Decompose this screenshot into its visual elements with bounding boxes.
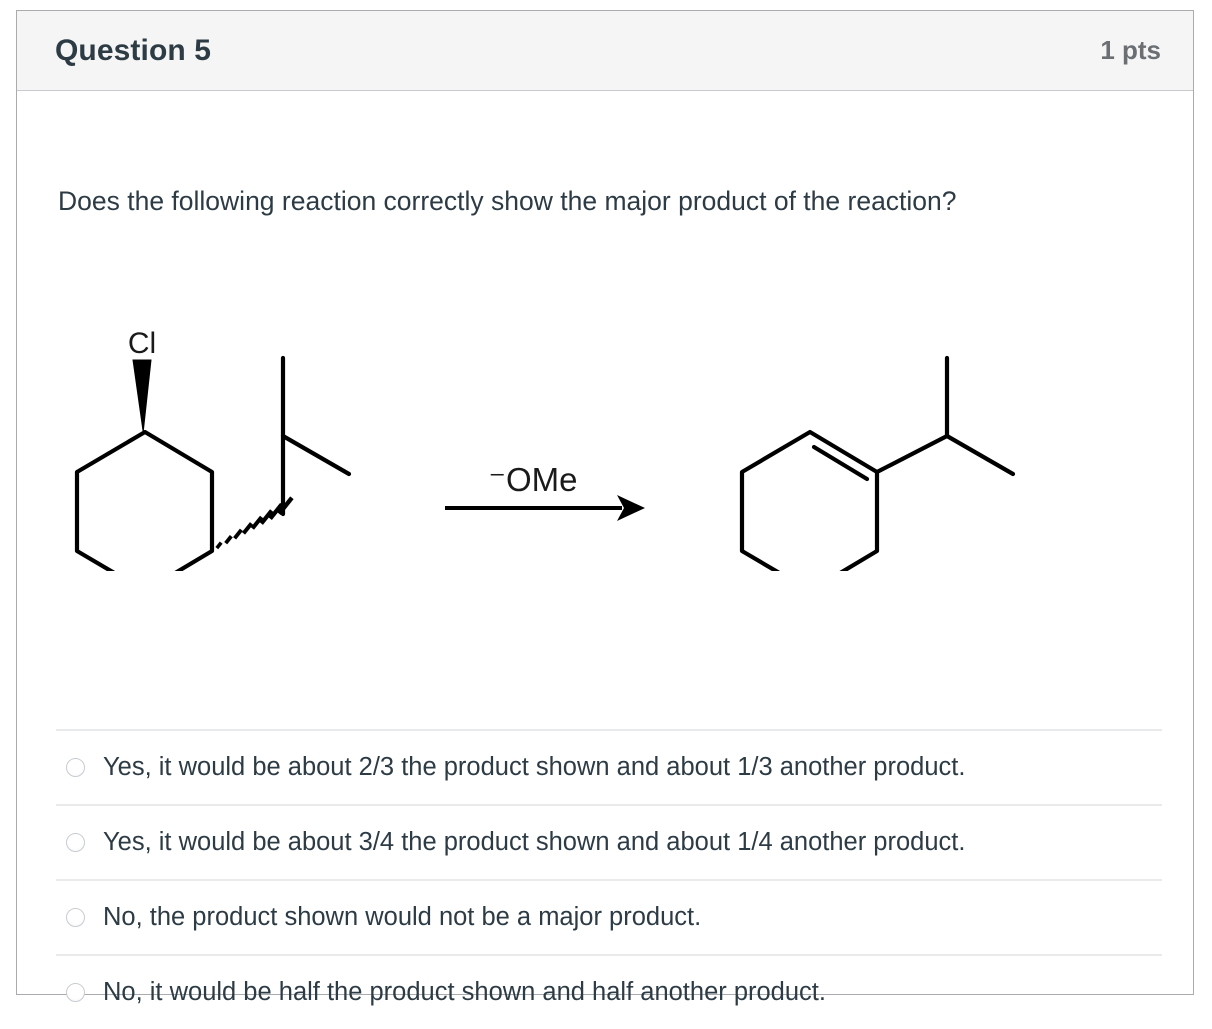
answer-option-1[interactable]: Yes, it would be about 2/3 the product s… xyxy=(56,729,1162,804)
page-title: Question 5 xyxy=(55,33,212,67)
reactant-structure xyxy=(74,429,215,571)
reagent-label: ⁻OMe xyxy=(489,461,578,498)
radio-button-icon-3[interactable] xyxy=(66,908,85,927)
product-isopropyl-group xyxy=(874,355,1016,477)
answer-label-3: No, the product shown would not be a maj… xyxy=(103,902,702,931)
reactant-isopropyl-group xyxy=(280,355,352,517)
radio-button-icon-1[interactable] xyxy=(66,758,85,777)
isopropyl-hashed-bond xyxy=(215,496,294,550)
answer-label-4: No, it would be half the product shown a… xyxy=(103,977,826,1006)
answer-option-4[interactable]: No, it would be half the product shown a… xyxy=(56,954,1162,1029)
product-structure xyxy=(739,429,880,571)
question-prompt: Does the following reaction correctly sh… xyxy=(58,186,957,216)
reaction-scheme: Cl xyxy=(17,241,1193,571)
radio-button-icon-2[interactable] xyxy=(66,833,85,852)
question-header: Question 5 1 pts xyxy=(17,11,1193,91)
question-panel: Question 5 1 pts Does the following reac… xyxy=(16,10,1194,1006)
answer-option-2[interactable]: Yes, it would be about 3/4 the product s… xyxy=(56,804,1162,879)
answer-label-1: Yes, it would be about 2/3 the product s… xyxy=(103,752,966,781)
answer-option-3[interactable]: No, the product shown would not be a maj… xyxy=(56,879,1162,954)
answer-label-2: Yes, it would be about 3/4 the product s… xyxy=(103,827,966,856)
answer-options-list: Yes, it would be about 2/3 the product s… xyxy=(56,729,1162,1029)
chlorine-atom-label: Cl xyxy=(128,327,156,360)
reaction-arrow xyxy=(445,495,645,521)
question-points: 1 pts xyxy=(1100,35,1161,65)
radio-button-icon-4[interactable] xyxy=(66,983,85,1002)
chlorine-wedge-bond xyxy=(132,359,152,433)
